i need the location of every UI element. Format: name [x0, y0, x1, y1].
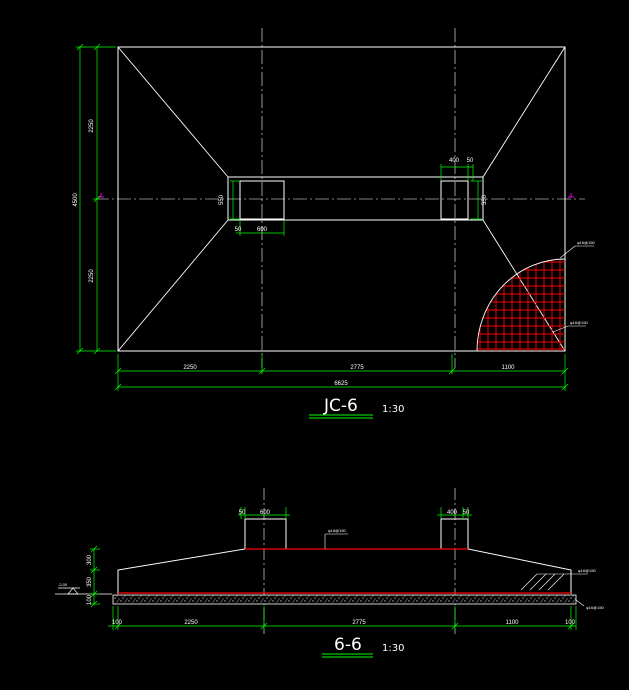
dim-sec-col-left-w: 600 — [260, 510, 271, 516]
section-rebar-note-bottom: φ16@150 — [586, 605, 605, 610]
plan-bottom-dims — [114, 354, 569, 391]
rebar-boundary-arc — [476, 258, 566, 352]
bedding-layer — [112, 594, 577, 605]
dim-col-right-h: 550 — [482, 194, 488, 205]
section-title: 6-6 — [334, 635, 362, 655]
plan-title-underline — [309, 414, 373, 419]
section-title-underline — [322, 653, 373, 658]
dim-b-left: 100 — [112, 620, 123, 626]
dim-bottom-1: 2250 — [183, 365, 197, 371]
section-view: φ16@150 φ16@150 φ16@150 -2.00 300 350 10… — [55, 488, 605, 658]
plan-column-right-dims — [440, 164, 482, 220]
rebar-note-top: φ16@150 — [577, 240, 596, 245]
plan-column-left-dims — [230, 180, 285, 236]
rebar-leaders — [552, 245, 594, 333]
dim-sec-col-right-gap: 50 — [463, 510, 470, 516]
dim-left-total: 4500 — [73, 193, 79, 207]
dim-h-top: 300 — [87, 554, 93, 565]
dim-left-bottom: 2250 — [89, 269, 95, 283]
dim-col-left-h: 550 — [219, 194, 225, 205]
dim-bottom-3: 1100 — [502, 365, 516, 371]
dim-h-bot: 100 — [87, 594, 93, 605]
column-right — [440, 180, 469, 220]
dim-left-top: 2250 — [89, 119, 95, 133]
section-leaders — [324, 533, 588, 607]
plan-centerlines — [95, 28, 585, 368]
section-column-dims — [238, 507, 472, 519]
dim-h-mid: 350 — [87, 576, 93, 587]
section-centerlines — [263, 488, 456, 634]
dim-col-left-w: 600 — [257, 227, 268, 233]
rebar-grid — [477, 259, 565, 351]
section-scale: 1:30 — [382, 643, 404, 654]
dim-bottom-total: 6625 — [334, 381, 348, 387]
pedestal-outline — [227, 176, 484, 221]
plan-scale: 1:30 — [382, 404, 404, 415]
dim-b-right: 100 — [565, 620, 576, 626]
section-bottom-dims — [108, 606, 577, 630]
plan-left-dims — [76, 43, 116, 355]
dim-col-right-gap: 50 — [467, 158, 474, 164]
section-markers — [98, 193, 574, 198]
section-rebar-note-right: φ16@150 — [578, 568, 597, 573]
plan-title: JC-6 — [323, 396, 358, 416]
section-rebar-note-mid: φ16@150 — [328, 528, 347, 533]
dim-sec-col-right-w: 400 — [447, 510, 458, 516]
dim-b-1: 2250 — [184, 620, 198, 626]
plan-view: φ16@150 φ16@150 2250 4500 2250 — [73, 28, 596, 419]
elevation-marker — [55, 587, 112, 595]
dim-col-right-w: 400 — [449, 158, 460, 164]
footing-outline — [117, 46, 566, 352]
dim-col-left-gap: 50 — [235, 227, 242, 233]
dim-bottom-2: 2775 — [350, 365, 364, 371]
column-left — [239, 180, 285, 220]
dim-sec-col-left-gap: 50 — [239, 510, 246, 516]
dim-b-3: 1100 — [506, 620, 520, 626]
slope-lines — [117, 46, 566, 352]
rebar-note-side: φ16@150 — [570, 320, 589, 325]
section-left-dims — [90, 545, 100, 608]
dim-b-2: 2775 — [352, 620, 366, 626]
elevation-label: -2.00 — [58, 582, 68, 587]
